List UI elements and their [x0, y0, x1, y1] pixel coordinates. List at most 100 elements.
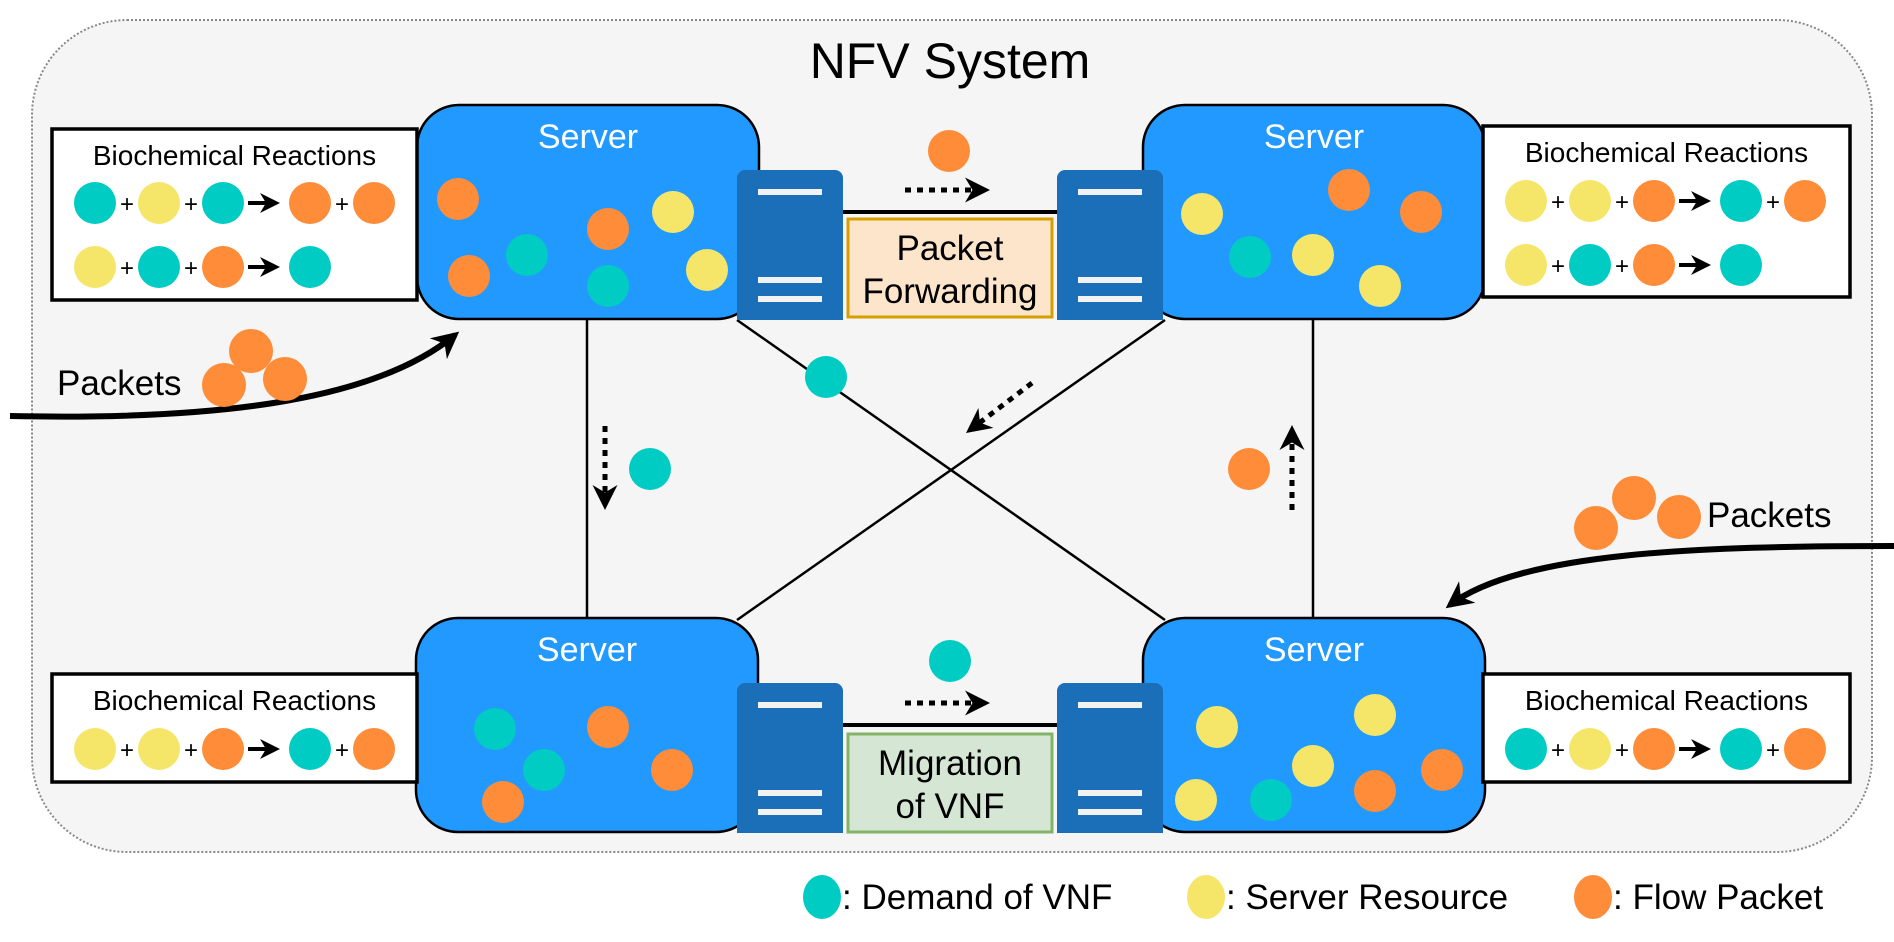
- incoming-packets-label: Packets: [57, 364, 182, 403]
- flow-packet-icon: [1354, 770, 1396, 812]
- server-resource-icon: [74, 246, 116, 288]
- packet-icon: [202, 363, 246, 407]
- demand-vnf-icon: [289, 246, 331, 288]
- server-resource-icon: [1359, 265, 1401, 307]
- flow-packet-icon: [587, 208, 629, 250]
- incoming-arrow-icon: [9, 331, 460, 420]
- demand-vnf-icon: [1229, 236, 1271, 278]
- server-resource-icon: [138, 728, 180, 770]
- demand-vnf-icon: [506, 234, 548, 276]
- server-resource-icon: [1292, 745, 1334, 787]
- server-resource-icon: [1354, 694, 1396, 736]
- demand-vnf-icon: [1250, 779, 1292, 821]
- packet-icon: [1574, 506, 1618, 550]
- legend-item-flow-packet: : Flow Packet: [1574, 875, 1823, 919]
- flow-packet-icon: [1633, 728, 1675, 770]
- demand-vnf-icon: [803, 875, 841, 919]
- server-resource-icon: [74, 728, 116, 770]
- reaction-box-title: Biochemical Reactions: [93, 140, 376, 171]
- flow-packet-icon: [1400, 191, 1442, 233]
- server-top-right: Server: [1141, 103, 1487, 321]
- demand-vnf-icon: [474, 708, 516, 750]
- server-top-left: Server: [415, 103, 761, 321]
- flow-packet-icon: [1784, 180, 1826, 222]
- plus-sign: +: [1551, 737, 1565, 764]
- legend-item-server-resource: : Server Resource: [1187, 875, 1508, 919]
- flow-packet-icon: [353, 182, 395, 224]
- flow-packet-icon: [1328, 169, 1370, 211]
- link-label-line1: Packet: [897, 229, 1004, 268]
- moving-demand-vnf-icon: [929, 640, 971, 682]
- demand-vnf-icon: [202, 182, 244, 224]
- reaction-box-title: Biochemical Reactions: [1525, 137, 1808, 168]
- link-label-line2: of VNF: [896, 787, 1005, 826]
- server-label: Server: [538, 118, 638, 156]
- moving-demand-vnf-icon: [629, 448, 671, 490]
- flow-packet-icon: [353, 728, 395, 770]
- link-diagonal-tr-bl: [736, 318, 1166, 622]
- reaction-box-title: Biochemical Reactions: [1525, 685, 1808, 716]
- server-label: Server: [1264, 118, 1364, 156]
- legend-label: : Flow Packet: [1613, 878, 1823, 917]
- flow-packet-icon: [651, 749, 693, 791]
- server-rack-icon: [737, 170, 843, 320]
- page-title: NFV System: [810, 33, 1091, 89]
- reaction-box-top-right: Biochemical Reactions+++++: [1481, 124, 1852, 299]
- flow-packet-icon: [1633, 180, 1675, 222]
- server-resource-icon: [1569, 180, 1611, 222]
- incoming-packets-label: Packets: [1707, 496, 1832, 535]
- legend-label: : Server Resource: [1226, 878, 1508, 917]
- plus-sign: +: [184, 255, 198, 282]
- plus-sign: +: [1766, 737, 1780, 764]
- server-resource-icon: [686, 249, 728, 291]
- flow-packet-icon: [448, 255, 490, 297]
- plus-sign: +: [184, 191, 198, 218]
- plus-sign: +: [335, 191, 349, 218]
- plus-sign: +: [1615, 189, 1629, 216]
- server-resource-icon: [1505, 180, 1547, 222]
- packet-icon: [1657, 495, 1701, 539]
- reaction-box-bottom-left: Biochemical Reactions + + +: [50, 672, 419, 784]
- server-resource-icon: [652, 191, 694, 233]
- server-resource-icon: [138, 182, 180, 224]
- plus-sign: +: [1615, 253, 1629, 280]
- flow-packet-icon: [437, 178, 479, 220]
- reaction-equation: +++: [1505, 728, 1826, 770]
- moving-flow-packet-icon: [928, 130, 970, 172]
- demand-vnf-icon: [138, 246, 180, 288]
- flow-packet-icon: [587, 706, 629, 748]
- demand-vnf-icon: [1720, 728, 1762, 770]
- reaction-box-title: Biochemical Reactions: [93, 685, 376, 716]
- link-label-line1: Migration: [878, 744, 1022, 783]
- plus-sign: +: [184, 737, 198, 764]
- packet-icon: [1612, 476, 1656, 520]
- plus-sign: +: [120, 737, 134, 764]
- flow-packet-icon: [202, 728, 244, 770]
- server-resource-icon: [1181, 193, 1223, 235]
- server-label: Server: [1264, 631, 1364, 669]
- flow-packet-icon: [1633, 244, 1675, 286]
- flow-packet-icon: [1784, 728, 1826, 770]
- reaction-equation: ++: [1505, 244, 1762, 286]
- plus-sign: +: [120, 191, 134, 218]
- moving-flow-packet-icon: [1228, 448, 1270, 490]
- plus-sign: +: [120, 255, 134, 282]
- demand-vnf-icon: [1720, 180, 1762, 222]
- migration-of-vnf-box: Migration of VNF: [846, 732, 1054, 834]
- demand-vnf-icon: [74, 182, 116, 224]
- plus-sign: +: [335, 737, 349, 764]
- demand-vnf-icon: [1569, 244, 1611, 286]
- reaction-equation: + + +: [74, 728, 395, 770]
- flow-packet-icon: [482, 781, 524, 823]
- reaction-box-bottom-right: Biochemical Reactions+++: [1481, 672, 1852, 784]
- incoming-arrow-icon: [1445, 543, 1894, 609]
- packet-icon: [263, 357, 307, 401]
- flow-packet-icon: [1574, 875, 1612, 919]
- legend-item-demand-vnf: : Demand of VNF: [803, 875, 1112, 919]
- incoming-packets-left: Packets: [9, 329, 460, 420]
- server-bottom-left: Server: [414, 616, 760, 834]
- server-rack-icon: [1057, 683, 1163, 833]
- server-resource-icon: [1569, 728, 1611, 770]
